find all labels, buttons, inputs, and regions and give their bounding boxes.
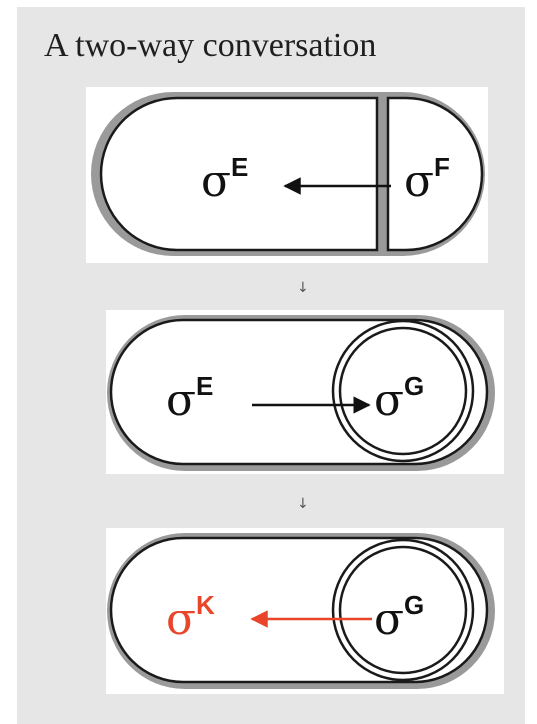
forespore-sigma-f-label: σF: [404, 152, 450, 207]
sigma-symbol: σ: [166, 594, 196, 645]
slide-title: A two-way conversation: [44, 27, 377, 64]
step-arrow-2: ↓: [297, 496, 309, 512]
forespore-sigma-g-label: σG: [374, 371, 424, 426]
mother-cell-sigma-e-label: σE: [166, 371, 213, 426]
mother-cell-sigma-k-label: σK: [166, 590, 215, 645]
sigma-superscript: E: [196, 371, 213, 401]
stage-3-sporangium: σK σG: [106, 528, 504, 694]
stage-2-sporangium: σE σG: [106, 310, 504, 474]
mother-cell-compartment: [99, 96, 379, 252]
stage-3-forespore-inner-membrane: [338, 545, 468, 675]
stage-1-sporangium: σE σF: [86, 87, 488, 263]
sigma-symbol: σ: [374, 375, 404, 426]
sigma-superscript: K: [196, 590, 215, 620]
sigma-symbol: σ: [166, 375, 196, 426]
sigma-symbol: σ: [404, 156, 434, 207]
step-arrow-1: ↓: [297, 280, 309, 296]
sigma-superscript: E: [231, 152, 248, 182]
sigma-symbol: σ: [374, 594, 404, 645]
sigma-superscript: G: [404, 371, 424, 401]
mother-cell-sigma-e-label: σE: [201, 152, 248, 207]
sigma-superscript: F: [434, 152, 450, 182]
forespore-sigma-g-label: σG: [374, 590, 424, 645]
sigma-superscript: G: [404, 590, 424, 620]
forespore-compartment: [386, 96, 484, 252]
stage-2-forespore-inner-membrane: [338, 326, 468, 456]
sigma-symbol: σ: [201, 156, 231, 207]
